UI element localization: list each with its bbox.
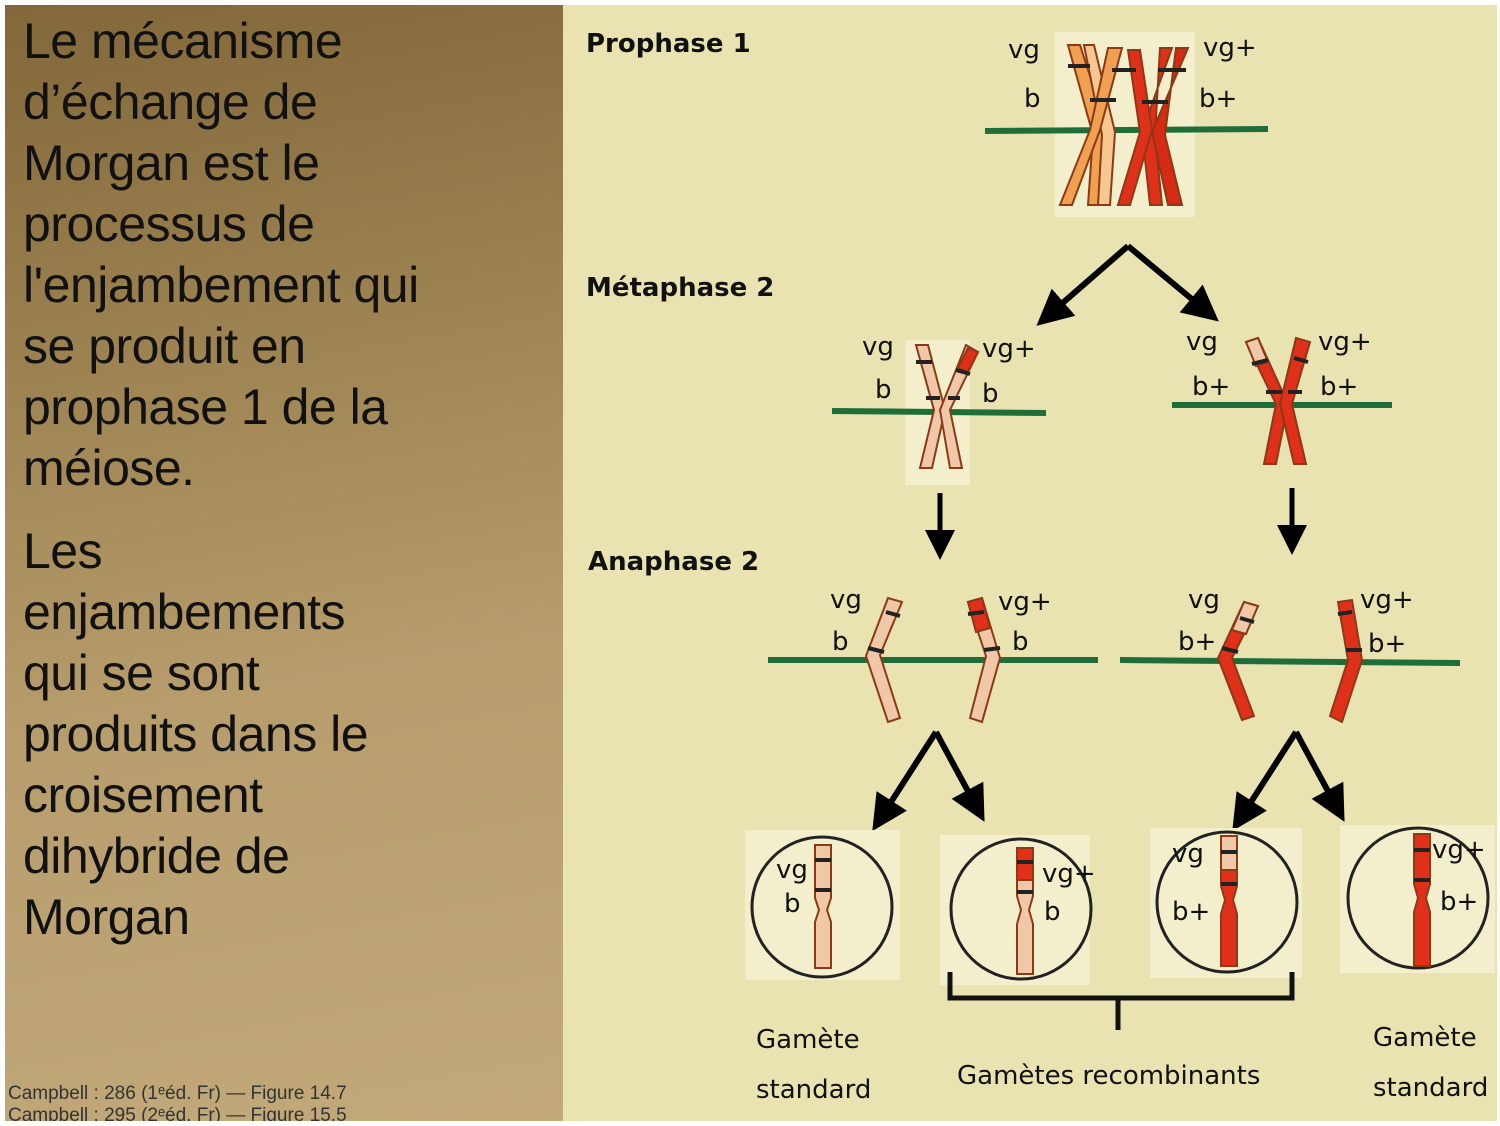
prophase-1-label: Prophase 1 — [586, 29, 751, 59]
reference-line: Campbell : 286 (1ᵉéd. Fr) — Figure 14.7 — [8, 1083, 347, 1104]
chromosome — [1413, 833, 1431, 967]
gamete-1: vg b — [745, 830, 900, 980]
prophase-1-chromosomes: vg b vg+ b+ — [984, 32, 1269, 217]
gene-label: vg+ — [982, 334, 1036, 364]
meiosis-crossing-over-diagram: Prophase 1 Métaphase 2 Anaphase 2 — [586, 29, 1495, 1105]
gene-label: vg — [862, 332, 894, 362]
gene-label: vg — [776, 855, 808, 885]
chromosome — [1116, 49, 1154, 206]
gene-label: b — [982, 379, 999, 409]
chromosome — [814, 844, 832, 969]
gene-label: b — [1024, 84, 1041, 114]
gene-label: vg — [1172, 839, 1204, 869]
gene-label: b+ — [1440, 887, 1478, 917]
standard-caption: standard — [756, 1075, 871, 1105]
references: Campbell : 286 (1ᵉéd. Fr) — Figure 14.7 … — [8, 1083, 347, 1121]
text-line: Morgan est le — [23, 135, 320, 191]
gamete-cell — [1155, 830, 1299, 974]
gene-label: vg+ — [1432, 835, 1486, 865]
division-arrows — [1036, 243, 1219, 326]
gene-label: vg — [830, 585, 862, 615]
text-line: prophase 1 de la — [23, 379, 388, 435]
gene-label: b+ — [1178, 627, 1216, 657]
arrow-icon — [1126, 243, 1219, 322]
arrow-icon — [1293, 730, 1345, 822]
division-arrows — [872, 730, 1345, 832]
slide-body-text: Le mécanisme d’échange de Morgan est le … — [23, 11, 553, 948]
arrow-icon — [933, 730, 985, 822]
meiosis-diagram-panel: Prophase 1 Métaphase 2 Anaphase 2 — [563, 5, 1497, 1121]
gamete-cell — [750, 835, 894, 979]
paragraph-crossing-over: Le mécanisme d’échange de Morgan est le … — [23, 11, 553, 499]
gamete-2: vg+ b — [940, 835, 1096, 985]
gamete-cell — [1346, 826, 1490, 970]
text-line: qui se sont — [23, 645, 260, 701]
text-line: l'enjambement qui — [23, 257, 419, 313]
text-line: enjambements — [23, 584, 345, 640]
text-line: Les — [23, 523, 103, 579]
text-line: méiose. — [23, 440, 195, 496]
recombinant-caption: Gamètes recombinants — [957, 1061, 1260, 1091]
gamete-caption: Gamète — [1373, 1023, 1477, 1053]
text-line: croisement — [23, 767, 263, 823]
gene-label: b+ — [1199, 84, 1237, 114]
gene-label: vg+ — [1318, 327, 1372, 357]
metaphase-2-label: Métaphase 2 — [586, 273, 774, 303]
text-line: processus de — [23, 196, 315, 252]
gene-label: b — [784, 889, 801, 919]
gene-label: b+ — [1368, 629, 1406, 659]
gene-label: b+ — [1172, 897, 1210, 927]
spindle-line — [984, 126, 1269, 134]
gene-label: vg+ — [1360, 585, 1414, 615]
gene-label: vg+ — [998, 587, 1052, 617]
gene-label: b — [1012, 627, 1029, 657]
left-text-panel: Le mécanisme d’échange de Morgan est le … — [5, 5, 563, 1121]
chromosome — [914, 344, 947, 469]
text-line: se produit en — [23, 318, 306, 374]
text-line: Morgan — [23, 889, 190, 945]
gene-label: vg+ — [1042, 859, 1096, 889]
arrow-icon — [872, 730, 939, 832]
chromosome — [1278, 336, 1312, 465]
text-line: Le mécanisme — [23, 13, 343, 69]
standard-caption: standard — [1373, 1073, 1488, 1103]
division-arrows — [925, 488, 1307, 560]
text-line: dihybride de — [23, 828, 290, 884]
gamete-3: vg b+ — [1150, 828, 1302, 978]
chromosome — [1058, 47, 1124, 206]
gene-label: b — [1044, 897, 1061, 927]
anaphase-2-left-cell: vg b vg+ b — [768, 585, 1098, 724]
gamete-caption: Gamète — [756, 1025, 860, 1055]
recombinant-bracket — [947, 972, 1295, 1030]
metaphase-2-left-cell: vg b vg+ b — [831, 332, 1047, 485]
text-line: d’échange de — [23, 74, 318, 130]
chromosome — [1150, 47, 1190, 206]
reference-line: Campbell : 295 (2ᵉéd. Fr) — Figure 15.5 — [8, 1105, 347, 1121]
gene-label: b+ — [1192, 372, 1230, 402]
chromosome — [864, 596, 904, 724]
spindle-line — [1119, 657, 1461, 666]
gamete-cell — [949, 837, 1093, 981]
gene-label: vg — [1008, 35, 1040, 65]
paragraph-dihybrid-cross: Les enjambements qui se sont produits da… — [23, 521, 553, 948]
gene-label: vg — [1188, 585, 1220, 615]
anaphase-2-right-cell: vg b+ vg+ b+ — [1119, 585, 1461, 724]
arrow-icon — [1232, 730, 1299, 832]
chromosome-halo — [940, 835, 1090, 985]
arrow-icon — [1036, 243, 1130, 326]
gene-label: vg — [1186, 327, 1218, 357]
text-line: produits dans le — [23, 706, 369, 762]
gene-label: b+ — [1320, 372, 1358, 402]
gamete-4: vg+ b+ — [1340, 825, 1495, 973]
chromosome — [1082, 44, 1117, 206]
anaphase-2-label: Anaphase 2 — [588, 547, 759, 577]
chromosome — [1328, 598, 1364, 724]
metaphase-2-right-cell: vg b+ vg+ b+ — [1172, 327, 1392, 465]
gene-label: b — [875, 375, 892, 405]
gene-label: vg+ — [1203, 33, 1257, 63]
gene-label: b — [832, 627, 849, 657]
